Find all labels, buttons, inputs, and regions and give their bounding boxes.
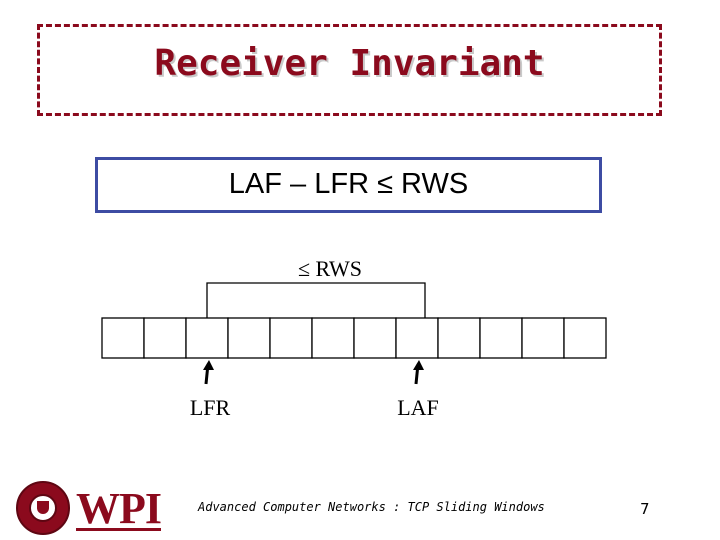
wpi-logo: WPI [16, 481, 162, 536]
lfr-label: LFR [189, 395, 231, 420]
slide-title: Receiver Invariant [154, 43, 545, 84]
sequence-cell [227, 317, 271, 359]
footer-course: Advanced Computer Networks : TCP Sliding… [198, 500, 545, 514]
wpi-seal-icon [16, 481, 70, 535]
wpi-logo-text: WPI [76, 484, 162, 533]
sequence-cell [185, 317, 229, 359]
sequence-cell [101, 317, 145, 359]
sequence-cell [143, 317, 187, 359]
title-box: Receiver Invariant [37, 24, 662, 116]
sequence-cell [521, 317, 565, 359]
laf-arrow-head [413, 360, 424, 370]
sequence-cell [395, 317, 439, 359]
window-size-label: ≤ RWS [297, 256, 363, 281]
invariant-formula: LAF – LFR ≤ RWS [228, 168, 469, 200]
lfr-arrow-head [203, 360, 214, 370]
sequence-cell [269, 317, 313, 359]
sequence-cell [479, 317, 523, 359]
formula-box: LAF – LFR ≤ RWS [95, 157, 602, 213]
laf-label: LAF [397, 395, 439, 420]
sequence-cell [353, 317, 397, 359]
page-number: 7 [640, 500, 650, 518]
sequence-cell [311, 317, 355, 359]
sequence-cell [437, 317, 481, 359]
sequence-cell [563, 317, 607, 359]
window-bracket [206, 282, 426, 318]
